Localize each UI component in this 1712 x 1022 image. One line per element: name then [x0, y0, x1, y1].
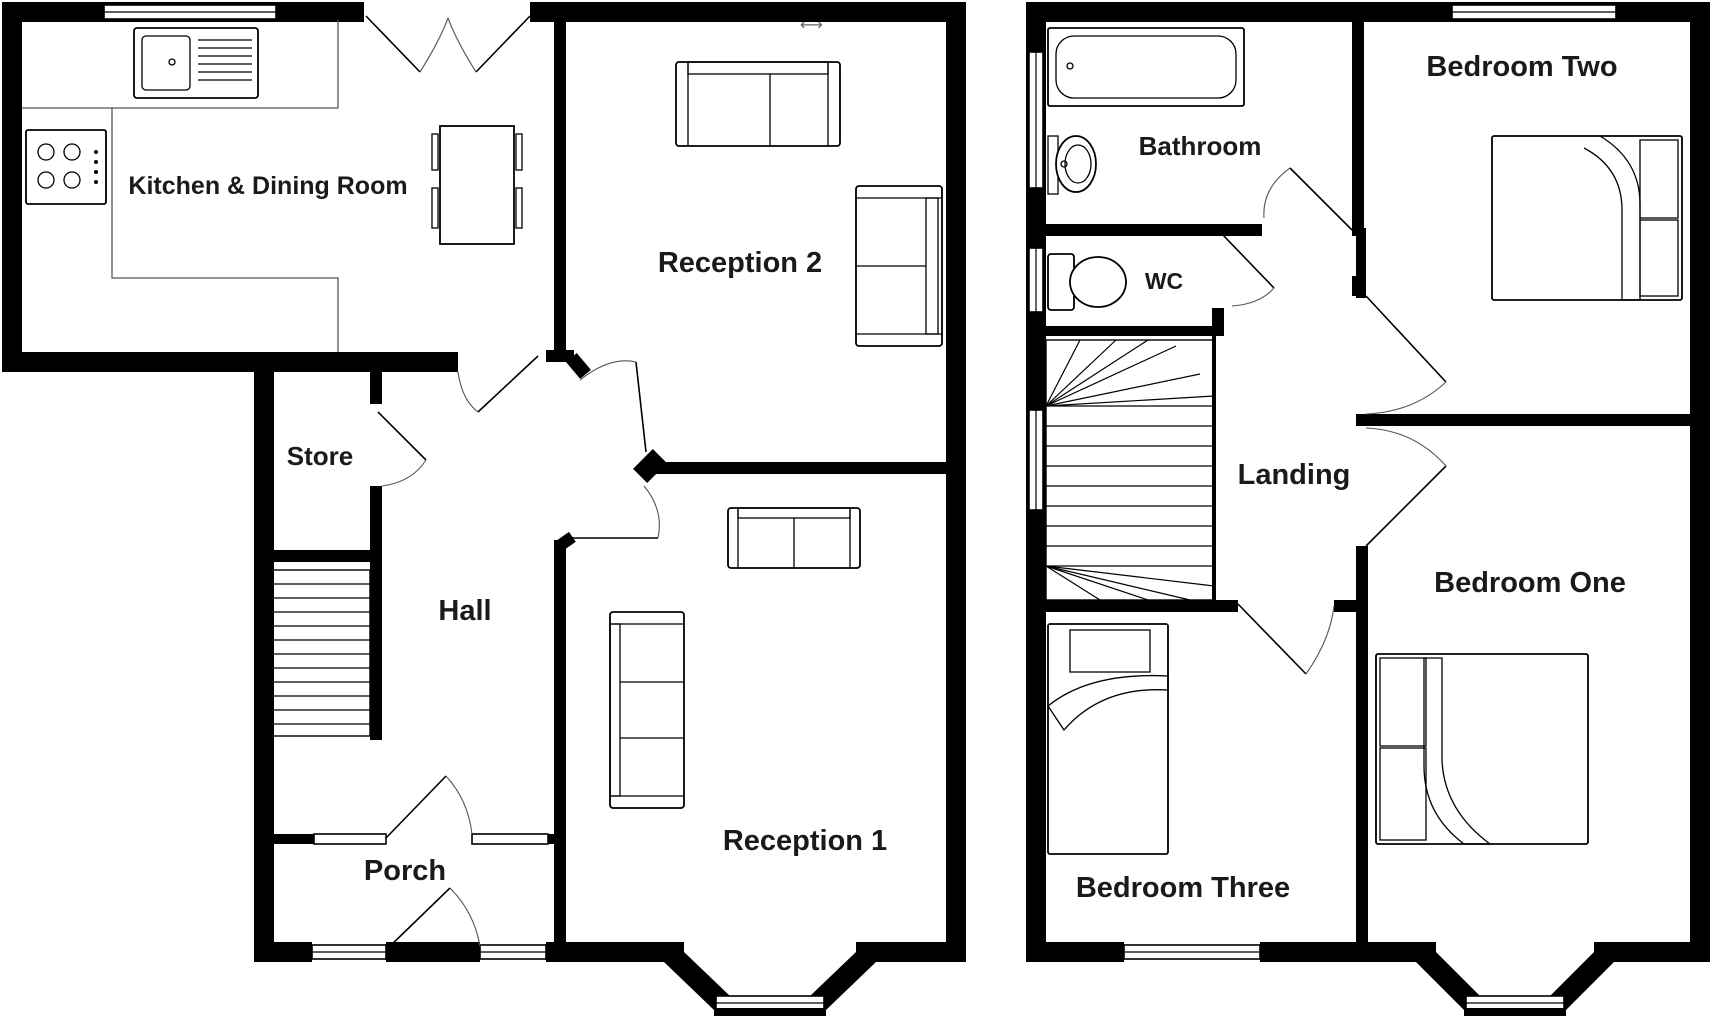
ground-floor-windows: ⟷	[103, 4, 876, 1016]
room-label-kitchen-dining: Kitchen & Dining Room	[128, 172, 407, 200]
room-label-bathroom: Bathroom	[1139, 131, 1262, 161]
hall-window-left	[313, 833, 387, 845]
sink-icon	[133, 27, 259, 99]
toilet-icon	[1047, 253, 1127, 311]
ground-floor-doors	[365, 15, 660, 951]
sofa-icon	[609, 611, 685, 809]
room-label-landing: Landing	[1238, 459, 1351, 491]
room-label-bedroom-three: Bedroom Three	[1076, 872, 1290, 904]
ground-floor-stairs	[269, 569, 371, 737]
bath-icon	[1047, 27, 1245, 107]
sofa-icon	[855, 185, 943, 347]
hob-icon	[25, 129, 107, 205]
kitchen-fittings	[22, 20, 523, 352]
reception-1-bay-window	[664, 942, 876, 1016]
room-label-bedroom-two: Bedroom Two	[1426, 51, 1617, 83]
first-floor-windows	[1028, 4, 1617, 1016]
room-label-reception-1: Reception 1	[723, 825, 887, 857]
bedroom-three-bed-icon	[1047, 623, 1169, 855]
bedroom-one-bay-window	[1416, 942, 1614, 1016]
room-label-reception-2: Reception 2	[658, 247, 822, 279]
first-floor-walls	[1026, 2, 1710, 962]
bathroom-fittings	[1047, 27, 1245, 311]
first-floor-stairs	[1045, 339, 1215, 601]
first-floor-doors	[1221, 167, 1447, 675]
ground-floor-walls	[2, 2, 966, 962]
basin-icon	[1047, 135, 1097, 195]
reception-1-furniture	[609, 507, 861, 809]
room-label-porch: Porch	[364, 855, 446, 887]
svg-text:⟷: ⟷	[800, 15, 823, 34]
room-label-store: Store	[287, 441, 353, 471]
sofa-icon	[727, 507, 861, 569]
room-label-wc: WC	[1145, 268, 1183, 294]
bedroom-one-bed-icon	[1375, 653, 1589, 845]
first-floor: Bathroom WC Bedroom Two Landing Bedroom …	[1026, 2, 1710, 1016]
reception-2-furniture	[675, 61, 943, 347]
ground-floor: ⟷	[2, 2, 966, 1016]
sofa-icon	[675, 61, 841, 147]
hall-window-right	[471, 833, 549, 845]
room-label-bedroom-one: Bedroom One	[1434, 567, 1626, 599]
bedroom-two-bed-icon	[1491, 135, 1683, 301]
dining-table-icon	[431, 125, 523, 245]
room-label-hall: Hall	[438, 595, 491, 627]
